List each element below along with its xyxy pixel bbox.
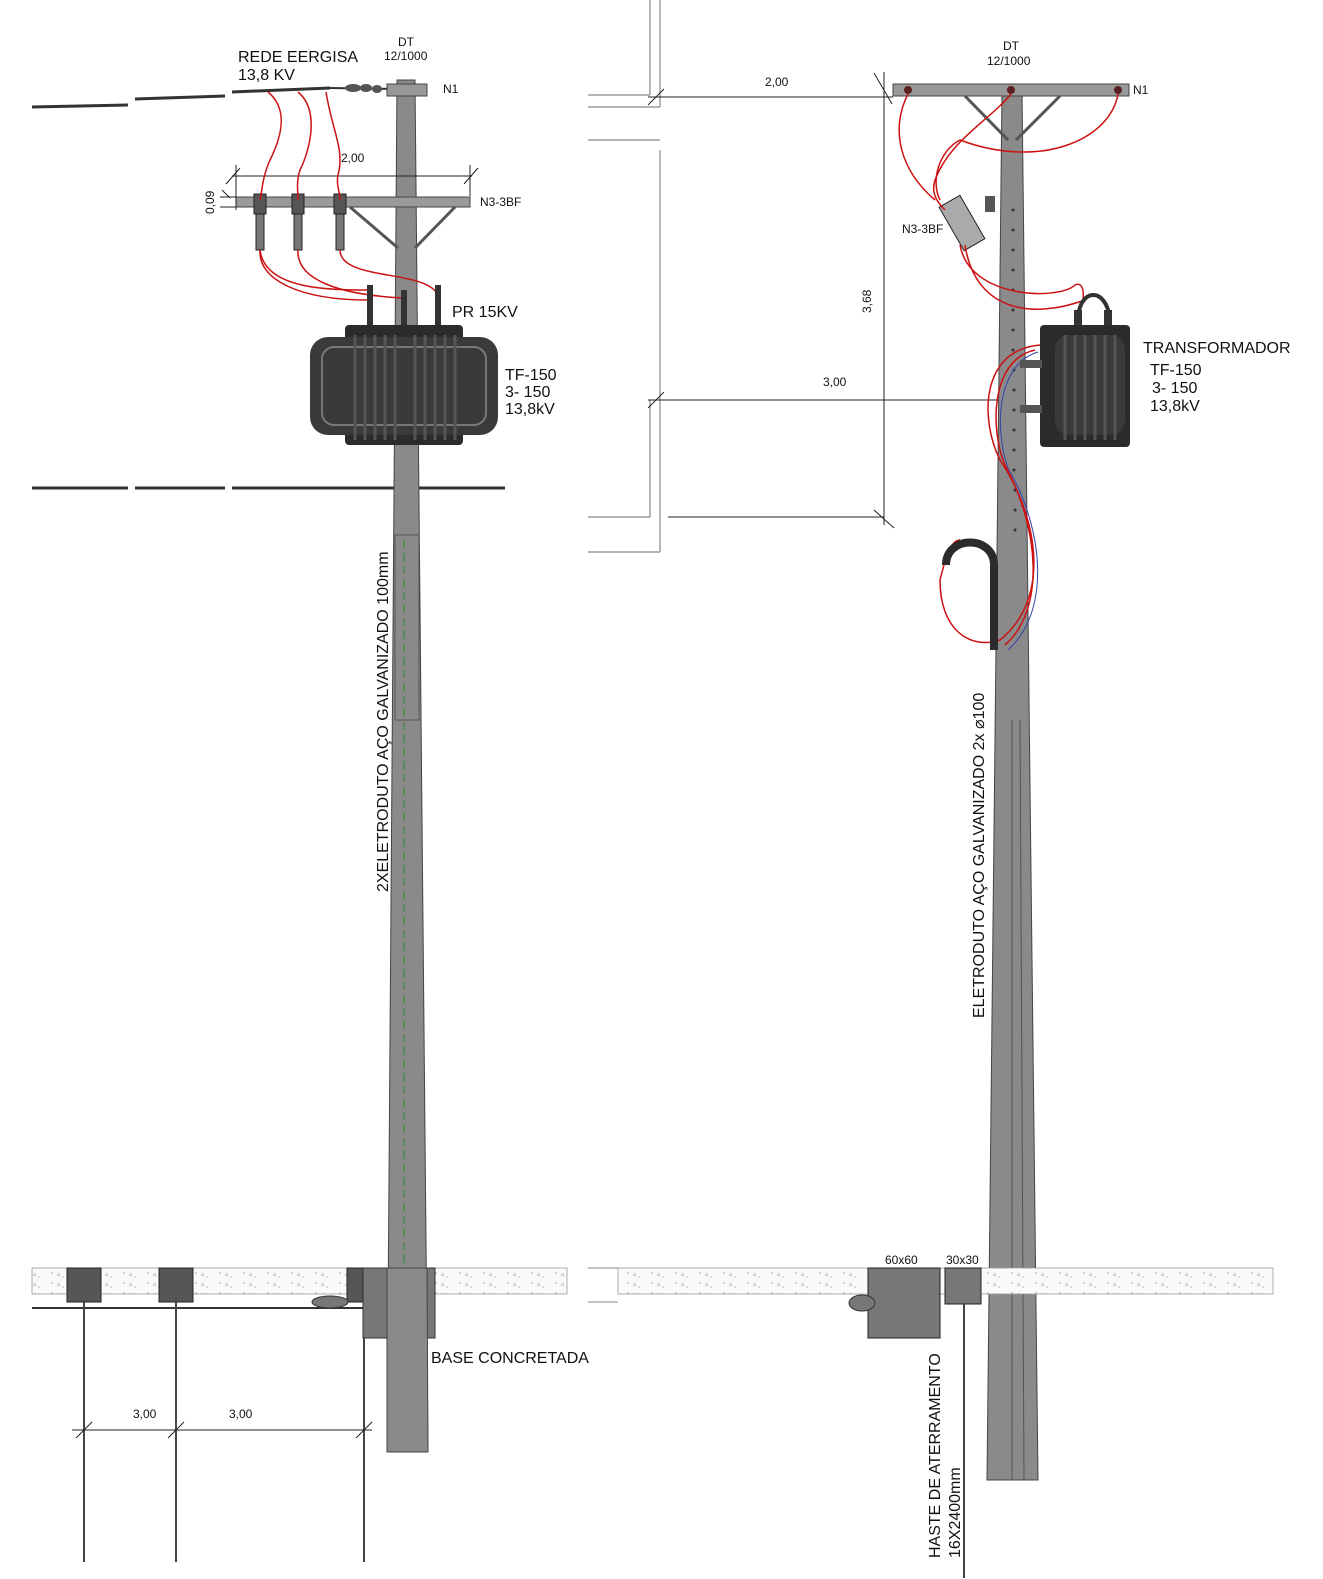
left-n3-label: N3-3BF xyxy=(480,195,521,209)
right-fuse-cutout xyxy=(938,194,995,252)
left-network-voltage: 13,8 KV xyxy=(238,67,295,84)
left-pole xyxy=(386,79,429,1453)
right-dim-top: 2,00 xyxy=(765,75,789,89)
right-conduit-hook xyxy=(942,538,998,650)
left-n1-label: N1 xyxy=(443,82,459,96)
right-wires xyxy=(898,93,1119,646)
right-n1-label: N1 xyxy=(1133,83,1149,97)
right-transformer-title: TRANSFORMADOR xyxy=(1143,340,1291,357)
left-crossarm-dimension xyxy=(220,165,479,210)
left-network-lines xyxy=(31,86,505,490)
left-pole-spec: 12/1000 xyxy=(384,49,428,63)
right-transformer xyxy=(1020,293,1130,447)
right-building-outline xyxy=(588,0,661,553)
right-dimensions xyxy=(647,72,1020,529)
right-transformer-phase: 3- 150 xyxy=(1152,380,1197,397)
right-dim-height: 3,68 xyxy=(860,289,874,313)
left-elevation: N1 DT 12/1000 REDE EERGISA 13,8 KV N3-3B… xyxy=(31,35,589,1562)
right-pole-type: DT xyxy=(1003,39,1020,53)
left-transformer-model: TF-150 xyxy=(505,367,557,384)
left-dim-a: 3,00 xyxy=(133,1407,157,1421)
right-pole-holes xyxy=(1011,208,1017,532)
left-network-label: REDE EERGISA xyxy=(238,49,358,66)
right-ground-rod-size: 16X2400mm xyxy=(947,1467,964,1558)
right-transformer-model: TF-150 xyxy=(1150,362,1202,379)
left-pole-type: DT xyxy=(398,35,415,49)
left-transformer-phase: 3- 150 xyxy=(505,384,550,401)
right-n3-label: N3-3BF xyxy=(902,222,943,236)
right-box2-label: 30x30 xyxy=(946,1253,979,1267)
left-wires xyxy=(259,91,437,301)
right-box1-label: 60x60 xyxy=(885,1253,918,1267)
left-transformer-voltage: 13,8kV xyxy=(505,401,555,418)
left-base-label: BASE CONCRETADA xyxy=(431,1350,589,1367)
left-insulator-string xyxy=(329,84,396,93)
left-dim-b: 3,00 xyxy=(229,1407,253,1421)
left-crossarm xyxy=(235,196,471,208)
right-ground-rod-label: HASTE DE ATERRAMENTO xyxy=(927,1353,944,1558)
right-pole-spec: 12/1000 xyxy=(987,54,1031,68)
left-dim-crossarm: 2,00 xyxy=(341,151,365,165)
right-dim-mid: 3,00 xyxy=(823,375,847,389)
left-conduit-label: 2XELETRODUTO AÇO GALVANIZADO 100mm xyxy=(375,551,392,892)
left-ground-strip xyxy=(31,1267,568,1295)
left-n1-bracket xyxy=(386,83,428,97)
left-bottom-dimension xyxy=(72,1421,373,1439)
left-transformer xyxy=(310,285,498,445)
right-inspection-boxes xyxy=(867,1267,982,1339)
right-elevation: 2,00 3,68 3,00 N1 DT 12/1000 N3-3BF xyxy=(588,0,1291,1578)
right-transformer-voltage: 13,8kV xyxy=(1150,398,1200,415)
left-dim-small: 0,09 xyxy=(203,190,217,214)
left-surge-arrester: PR 15KV xyxy=(452,304,518,321)
left-fuse-cutouts xyxy=(253,193,347,251)
right-conduit-label: ELETRODUTO AÇO GALVANIZADO 2x ⌀100 xyxy=(971,693,988,1018)
left-inspection-boxes xyxy=(66,1267,382,1303)
